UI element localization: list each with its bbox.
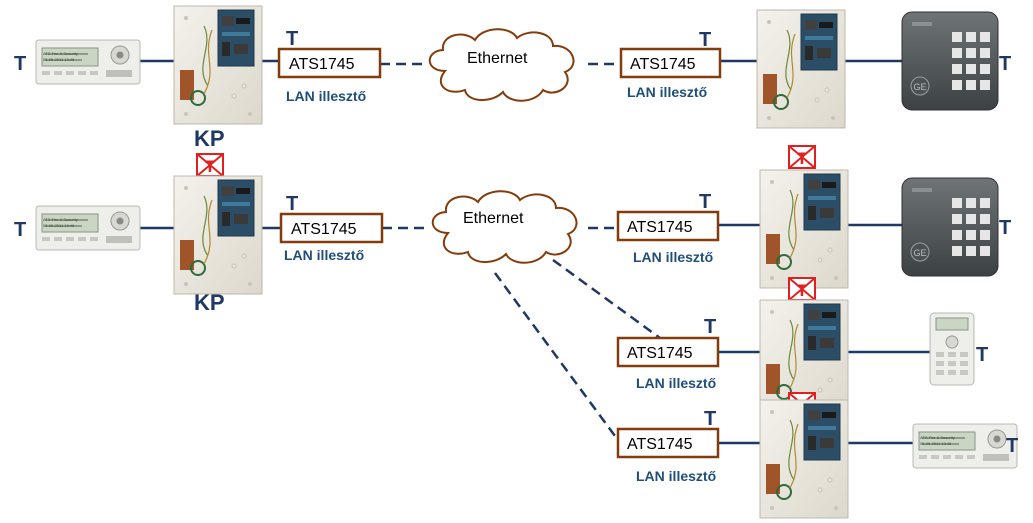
keypad-label-kp1: KP bbox=[194, 126, 225, 151]
link-cloud2-ats6 bbox=[493, 272, 617, 437]
control-panel-icon bbox=[756, 9, 846, 129]
adapter-box-ats5 bbox=[616, 336, 720, 368]
control-panel-icon bbox=[173, 5, 263, 125]
adapter-caption-ats5: LAN illesztő bbox=[636, 375, 716, 391]
terminator-label-ats6: T bbox=[704, 408, 716, 430]
terminator-label-ats4: T bbox=[699, 191, 711, 213]
lcd-line1-kp1: ATS Fire & Security bbox=[43, 51, 78, 56]
proximity-card-reader-icon bbox=[901, 177, 999, 277]
terminator-label-ats1: T bbox=[286, 28, 298, 50]
adapter-model-ats1: ATS1745 bbox=[289, 56, 355, 73]
portrait-keypad-icon bbox=[929, 312, 975, 386]
lcd-line2-kp4: 05-05-2011 13:46 bbox=[920, 441, 952, 446]
terminator-label-kp3: T bbox=[976, 344, 988, 366]
ethernet-cloud-icon bbox=[431, 190, 578, 264]
keypad-label-kp2: KP bbox=[194, 290, 225, 315]
adapter-model-ats6: ATS1745 bbox=[627, 436, 693, 453]
no-terminator-icon bbox=[788, 145, 816, 169]
lcd-keypad-icon bbox=[35, 205, 141, 251]
adapter-box-ats1 bbox=[277, 47, 382, 79]
lcd-keypad-icon bbox=[912, 423, 1018, 469]
lcd-keypad-icon bbox=[35, 39, 141, 85]
proximity-card-reader-icon bbox=[901, 11, 999, 111]
adapter-model-ats4: ATS1745 bbox=[627, 219, 693, 236]
adapter-model-ats2: ATS1745 bbox=[630, 56, 696, 73]
adapter-caption-ats2: LAN illesztő bbox=[627, 84, 707, 100]
control-panel-icon bbox=[759, 169, 849, 289]
terminator-label-kp4: T bbox=[1006, 435, 1018, 457]
ethernet-label-2: Ethernet bbox=[463, 210, 524, 227]
adapter-caption-ats6: LAN illesztő bbox=[636, 468, 716, 484]
adapter-box-ats4 bbox=[616, 210, 720, 242]
terminator-label-kp1: T bbox=[14, 53, 26, 75]
ethernet-label-1: Ethernet bbox=[467, 50, 528, 67]
lcd-line1-kp4: ATS Fire & Security bbox=[920, 435, 955, 440]
terminator-label-ats2: T bbox=[699, 29, 711, 51]
adapter-model-ats5: ATS1745 bbox=[627, 345, 693, 362]
control-panel-icon bbox=[173, 175, 263, 295]
adapter-caption-ats3: LAN illesztő bbox=[284, 247, 364, 263]
lcd-line1-kp2: ATS Fire & Security bbox=[43, 217, 78, 222]
terminator-label-ats3: T bbox=[286, 193, 298, 215]
control-panel-icon bbox=[759, 399, 849, 519]
lcd-line2-kp2: 05-05-2011 13:46 bbox=[43, 223, 75, 228]
no-terminator-icon bbox=[196, 153, 224, 177]
adapter-caption-ats4: LAN illesztő bbox=[633, 249, 713, 265]
terminator-label-reader2: T bbox=[999, 217, 1011, 239]
adapter-box-ats3 bbox=[279, 212, 384, 244]
link-cloud2-ats5 bbox=[552, 258, 661, 340]
terminator-label-kp2: T bbox=[14, 219, 26, 241]
no-terminator-icon bbox=[788, 277, 816, 301]
adapter-caption-ats1: LAN illesztő bbox=[286, 88, 366, 104]
adapter-box-ats2 bbox=[619, 47, 722, 79]
adapter-box-ats6 bbox=[616, 427, 720, 459]
lcd-line2-kp1: 05-05-2011 13:46 bbox=[43, 57, 75, 62]
terminator-label-ats5: T bbox=[704, 316, 716, 338]
terminator-label-reader1: T bbox=[999, 53, 1011, 75]
link-lines bbox=[140, 59, 930, 445]
adapter-model-ats3: ATS1745 bbox=[291, 221, 357, 238]
